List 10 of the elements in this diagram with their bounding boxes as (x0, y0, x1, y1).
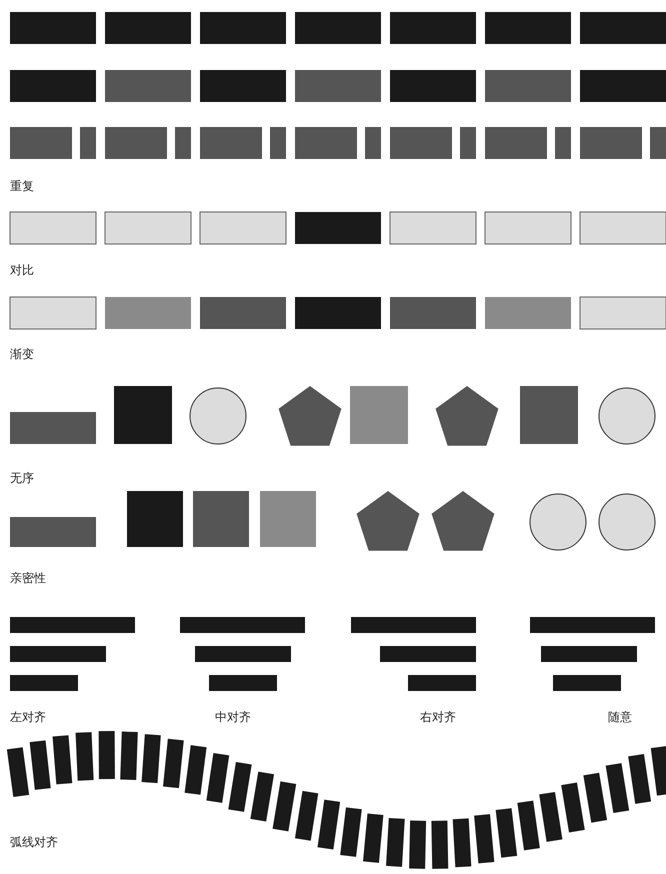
row-label: 对比 (10, 262, 34, 279)
row-label: 亲密性 (10, 570, 46, 587)
row-label: 左对齐 (10, 709, 46, 726)
row-label: 右对齐 (420, 709, 456, 726)
row-label: 随意 (608, 709, 632, 726)
row-label: 弧线对齐 (10, 834, 58, 851)
row-label: 无序 (10, 470, 34, 487)
row-label: 渐变 (10, 346, 34, 363)
row-label: 中对齐 (215, 709, 251, 726)
row-label: 重复 (10, 178, 34, 195)
